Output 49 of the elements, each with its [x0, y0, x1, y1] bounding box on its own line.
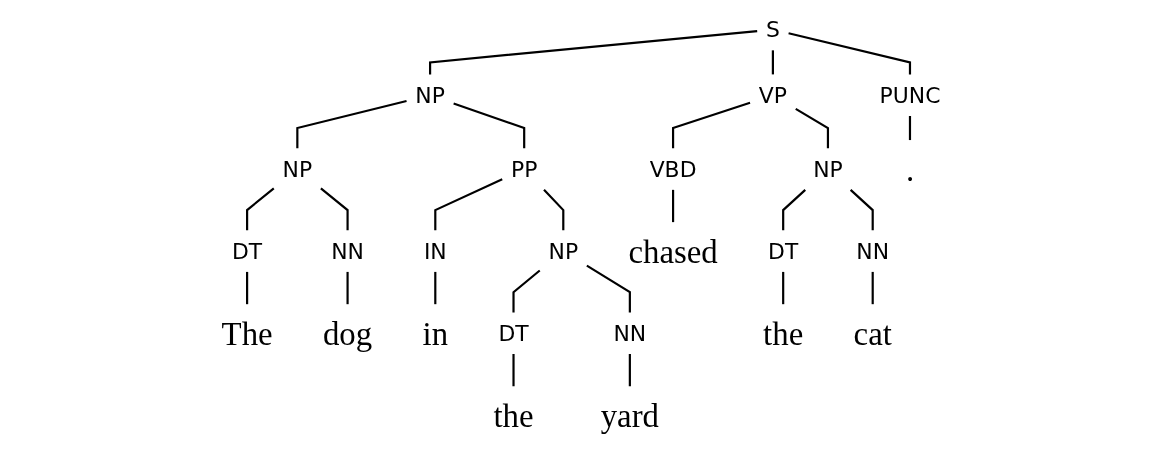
node-text: cat — [853, 315, 892, 352]
connector — [788, 32, 912, 75]
node-text: the — [493, 397, 534, 434]
connector — [782, 271, 785, 305]
connector — [871, 271, 874, 305]
node-text: . — [905, 151, 915, 188]
node-text: NP — [415, 82, 445, 109]
node-text: chased — [628, 233, 718, 270]
node-text: NN — [856, 237, 890, 265]
connector — [434, 271, 437, 305]
node-text: NN — [613, 320, 647, 347]
node-text: DT — [768, 237, 799, 265]
connector — [795, 107, 830, 149]
node-text: yard — [600, 397, 660, 434]
connector — [320, 187, 349, 231]
connector — [346, 271, 349, 305]
connector — [543, 189, 565, 231]
node-text: NN — [331, 237, 364, 265]
connector — [586, 264, 631, 313]
connector — [246, 271, 249, 305]
node-text: VBD — [649, 155, 697, 183]
connector — [908, 116, 912, 141]
connector — [296, 99, 407, 149]
node-text: the — [763, 315, 804, 352]
connector — [672, 189, 675, 223]
connector — [628, 353, 631, 387]
connector — [246, 187, 275, 231]
node-text: S — [765, 16, 780, 43]
connector — [771, 50, 774, 75]
connector — [429, 29, 758, 75]
connector — [512, 269, 541, 313]
node-text: DT — [498, 320, 529, 347]
node-text: PUNC — [879, 82, 941, 109]
node-text: DT — [231, 237, 263, 265]
node-text: VP — [758, 82, 787, 109]
connector — [849, 189, 874, 231]
connector — [512, 353, 515, 387]
node-text: NP — [548, 237, 579, 265]
connector — [453, 102, 526, 149]
node-text: PP — [510, 155, 538, 183]
node-text: dog — [322, 315, 373, 352]
node-text: The — [221, 315, 273, 352]
node-text: NP — [282, 155, 313, 183]
connector — [434, 178, 503, 231]
node-text: NP — [813, 155, 843, 183]
connector — [672, 101, 751, 149]
node-text: in — [422, 315, 449, 352]
node-text: IN — [423, 237, 447, 265]
connector — [782, 189, 806, 231]
